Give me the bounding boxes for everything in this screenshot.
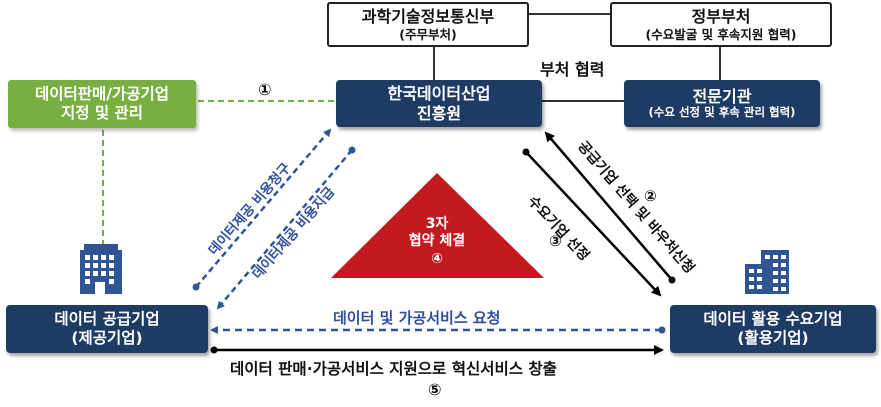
step5-marker: ⑤: [428, 380, 442, 399]
seller-management-box: 데이터판매/가공기업 지정 및 관리: [8, 80, 196, 128]
msit-box: 과학기술정보통신부 (주무부처): [327, 2, 529, 47]
step1-marker: ①: [258, 80, 272, 99]
innovation-label: 데이터 판매·가공서비스 지원으로 혁신서비스 창출: [230, 360, 557, 378]
step3-marker: ③: [549, 232, 562, 250]
msit-subtitle: (주무부처): [399, 26, 457, 42]
expert-box: 전문기관 (수요 선정 및 후속 관리 협력): [624, 80, 820, 127]
fee-request-arrow: [195, 128, 332, 288]
seller-management-line2: 지정 및 관리: [60, 104, 144, 122]
voucher-application-arrow: [544, 131, 673, 281]
fee-payment-arrow: [216, 149, 353, 310]
expert-subtitle: (수요 선정 및 후속 관리 협력): [648, 105, 796, 120]
consumer-line1: 데이터 활용 수요기업: [703, 310, 843, 329]
gov-title: 정부부처: [691, 7, 751, 27]
agreement-line1: 3자: [425, 215, 449, 232]
supplier-line2: (제공기업): [71, 329, 143, 347]
gov-box: 정부부처 (수요발굴 및 후속지원 협력): [610, 2, 832, 47]
kdata-box: 한국데이터산업 진흥원: [336, 80, 542, 127]
consumer-line2: (활용기업): [737, 329, 809, 347]
kdata-line2: 진흥원: [416, 103, 462, 123]
step2-marker: ②: [644, 187, 657, 205]
consumer-selection-arrow: [525, 151, 662, 297]
ministry-cooperation-label: 부처 협력: [540, 60, 605, 79]
supplier-box: 데이터 공급기업 (제공기업): [6, 305, 208, 353]
seller-management-line1: 데이터판매/가공기업: [34, 85, 169, 104]
agreement-triangle: [331, 173, 544, 278]
step4-marker: ④: [431, 250, 443, 267]
expert-title: 전문기관: [692, 87, 752, 106]
gov-subtitle: (수요발굴 및 후속지원 협력): [645, 26, 797, 42]
office-building-icon: [80, 244, 122, 294]
consumer-box: 데이터 활용 수요기업 (활용기업): [670, 305, 876, 353]
agreement-line2: 협약 체결: [408, 233, 466, 250]
data-request-label: 데이터 및 가공서비스 요청: [333, 309, 501, 327]
kdata-line1: 한국데이터산업: [387, 84, 491, 104]
agreement-text: 3자 협약 체결 ④: [381, 210, 493, 274]
supplier-line1: 데이터 공급기업: [54, 310, 160, 329]
factory-building-icon: [745, 250, 789, 294]
msit-title: 과학기술정보통신부: [361, 7, 495, 27]
